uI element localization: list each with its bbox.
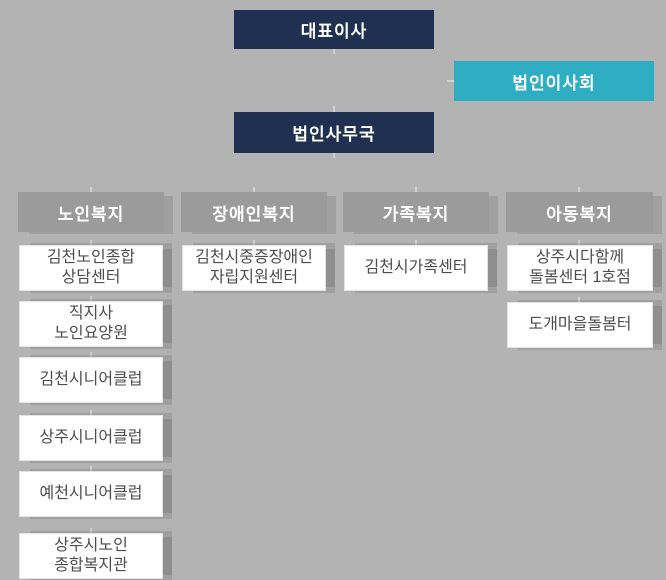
org-item-label: 상주시니어클럽 — [39, 429, 143, 446]
column-header-senior-welfare: 노인복지 — [18, 192, 164, 232]
board-label: 법인이사회 — [512, 73, 596, 93]
org-item-box: 상주시니어클럽 — [19, 415, 163, 461]
connector-tick — [333, 153, 335, 158]
column-header-label: 장애인복지 — [212, 204, 296, 224]
connector-tick — [90, 528, 92, 533]
connector-tick — [90, 466, 92, 471]
column-header-family-welfare: 가족복지 — [343, 192, 489, 232]
connector-tick — [90, 240, 92, 245]
org-item-box: 김천시니어클럽 — [19, 357, 163, 403]
column-header-child-welfare: 아동복지 — [506, 192, 653, 232]
org-item-box: 상주시다함께 돌봄센터 1호점 — [507, 245, 653, 291]
column-header-label: 가족복지 — [382, 204, 450, 224]
connector-tick — [253, 187, 255, 192]
column-header-label: 노인복지 — [57, 204, 125, 224]
org-item-label: 김천시니어클럽 — [39, 371, 143, 388]
connector-tick — [253, 240, 255, 245]
org-item-label: 상주시노인 종합복지관 — [54, 537, 128, 574]
connector-tick — [90, 187, 92, 192]
connector-tick — [90, 410, 92, 415]
org-item-box: 직지사 노인요양원 — [19, 301, 163, 347]
ceo-label: 대표이사 — [300, 22, 368, 41]
org-item-box: 김천시가족센터 — [344, 245, 488, 291]
connector-tick — [90, 352, 92, 357]
connector-tick — [333, 106, 335, 112]
connector-tick — [578, 187, 580, 192]
office-label: 법인사무국 — [292, 125, 376, 144]
org-item-box: 예천시니어클럽 — [19, 471, 163, 517]
org-item-label: 도개마을돌봄터 — [528, 316, 632, 333]
connector-tick — [333, 49, 335, 54]
org-item-label: 김천시중증장애인 자립지원센터 — [195, 249, 313, 286]
org-item-box: 김천노인종합 상담센터 — [19, 245, 163, 291]
org-item-box: 김천시중증장애인 자립지원센터 — [182, 245, 326, 291]
office-box: 법인사무국 — [234, 112, 434, 153]
column-header-disabled-welfare: 장애인복지 — [181, 192, 327, 232]
org-item-label: 상주시다함께 돌봄센터 1호점 — [529, 249, 631, 286]
org-item-label: 예천시니어클럽 — [39, 485, 143, 502]
org-item-label: 김천노인종합 상담센터 — [46, 249, 136, 286]
org-item-box: 도개마을돌봄터 — [507, 302, 653, 348]
connector-tick — [415, 240, 417, 245]
connector-tick — [90, 296, 92, 301]
org-item-label: 김천시가족센터 — [364, 259, 468, 276]
org-item-label: 직지사 노인요양원 — [54, 305, 128, 342]
org-item-box: 상주시노인 종합복지관 — [19, 533, 163, 579]
column-header-label: 아동복지 — [546, 204, 613, 224]
board-box: 법인이사회 — [454, 61, 654, 101]
connector-tick — [578, 240, 580, 245]
connector-tick — [578, 297, 580, 302]
connector-tick — [447, 80, 454, 82]
connector-tick — [415, 187, 417, 192]
ceo-box: 대표이사 — [234, 10, 434, 49]
